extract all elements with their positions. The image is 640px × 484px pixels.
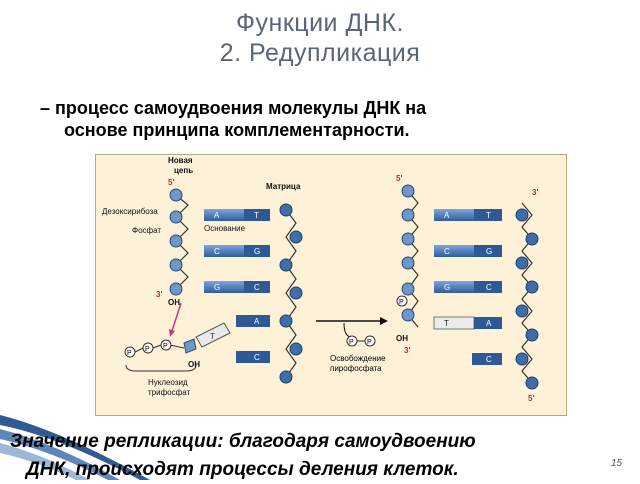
reaction-arrowhead (380, 317, 388, 325)
left-base-5: C (236, 351, 270, 363)
three-prime-label: 3' (404, 346, 410, 355)
base-label: T (254, 211, 259, 220)
incoming-nucleotide: T (169, 322, 231, 354)
base-label: C (486, 355, 492, 364)
base-label: A (486, 319, 492, 328)
decorative-swoosh (0, 415, 150, 480)
pyrophosphate: P P (346, 335, 376, 347)
attach-arrowhead (169, 329, 175, 337)
replication-diagram-svg: A T C G G C A C T (102, 156, 539, 403)
definition-line1: – процесс самоудвоения молекулы ДНК на (40, 98, 427, 118)
left-matrix-strand (285, 209, 297, 378)
page-number: 15 (611, 458, 623, 469)
phosphate-symbol: P (367, 339, 372, 346)
slide-title: Функции ДНК. 2. Редупликация (0, 8, 640, 68)
new-chain-label: цепь (174, 166, 193, 175)
attach-arrow (171, 302, 182, 332)
definition-line2: основе принципа комплементарности. (64, 120, 410, 140)
phosphate-symbol: P (349, 339, 354, 346)
base-label: A (444, 211, 450, 220)
oh-label: OH (168, 298, 180, 307)
left-base-4: A (236, 315, 270, 327)
release-arrow (343, 322, 351, 338)
base-label: C (444, 247, 450, 256)
five-prime-label: 5' (528, 394, 534, 403)
five-prime-label: 5' (168, 178, 174, 187)
conclusion-line2: ДНК, происходят процессы деления клеток. (26, 459, 459, 480)
new-chain-label: Новая (168, 156, 193, 165)
matrix-label: Матрица (266, 182, 301, 191)
five-prime-label: 5' (396, 174, 402, 183)
phosphate-label: Фосфат (132, 226, 161, 235)
phosphate-symbol: P (127, 350, 132, 357)
nucleoside-bracket (125, 364, 197, 372)
base-label: C (486, 283, 492, 292)
replication-diagram: A T C G G C A C T (95, 154, 567, 416)
base-label: C (214, 247, 220, 256)
definition-text: – процесс самоудвоения молекулы ДНК на о… (40, 97, 610, 141)
left-base-pair-2: C G (204, 245, 270, 257)
conclusion-line1: Значение репликации: благодаря самоудвое… (10, 431, 476, 452)
phosphate-symbol: P (145, 346, 150, 353)
release-label: Освобождение (330, 354, 386, 363)
left-base-pair-3: G C (204, 281, 270, 293)
phosphate-symbol: P (163, 343, 168, 350)
oh-label: OH (188, 360, 200, 369)
right-base-pair-1: A T (434, 209, 502, 221)
base-label: C (254, 283, 260, 292)
right-phosphate: P (396, 295, 408, 307)
base-label: A (214, 211, 220, 220)
nucleoside-label: трифосфат (148, 388, 190, 397)
base-label: G (254, 247, 260, 256)
triphosphate-group: P P P (124, 339, 172, 358)
right-matrix-sugars (515, 208, 539, 390)
base-label: A (254, 317, 260, 326)
base-label: T (210, 332, 215, 341)
three-prime-label: 3' (532, 188, 538, 197)
deoxyribose-label: Дезоксирибоза (102, 207, 158, 216)
right-base-pair-4: T A (433, 316, 502, 330)
slide-title-line2: 2. Редупликация (219, 39, 421, 67)
right-base-pair-2: C G (434, 245, 502, 257)
release-label: пирофосфата (330, 364, 382, 373)
base-label: G (214, 283, 220, 292)
left-matrix-sugars (279, 203, 303, 384)
left-new-chain-sugars (169, 188, 183, 296)
right-base-5: C (472, 353, 502, 365)
nucleoside-label: Нуклеозид (148, 378, 188, 387)
right-matrix-strand (521, 202, 533, 384)
conclusion-text: Значение репликации: благодаря самоудвое… (10, 428, 630, 484)
base-label: G (444, 283, 450, 292)
base-label: T (486, 211, 491, 220)
base-label-caption: Основание (204, 224, 246, 233)
three-prime-label: 3' (156, 290, 162, 299)
base-label: G (486, 247, 492, 256)
right-new-chain-sugars (401, 184, 415, 322)
phosphate-symbol: P (399, 299, 404, 306)
base-label: T (444, 319, 449, 328)
base-label: C (254, 353, 260, 362)
slide-title-line1: Функции ДНК. (236, 9, 404, 37)
oh-label: OH (396, 334, 408, 343)
right-base-pair-3: G C (434, 281, 502, 293)
left-base-pair-1: A T (204, 209, 270, 221)
